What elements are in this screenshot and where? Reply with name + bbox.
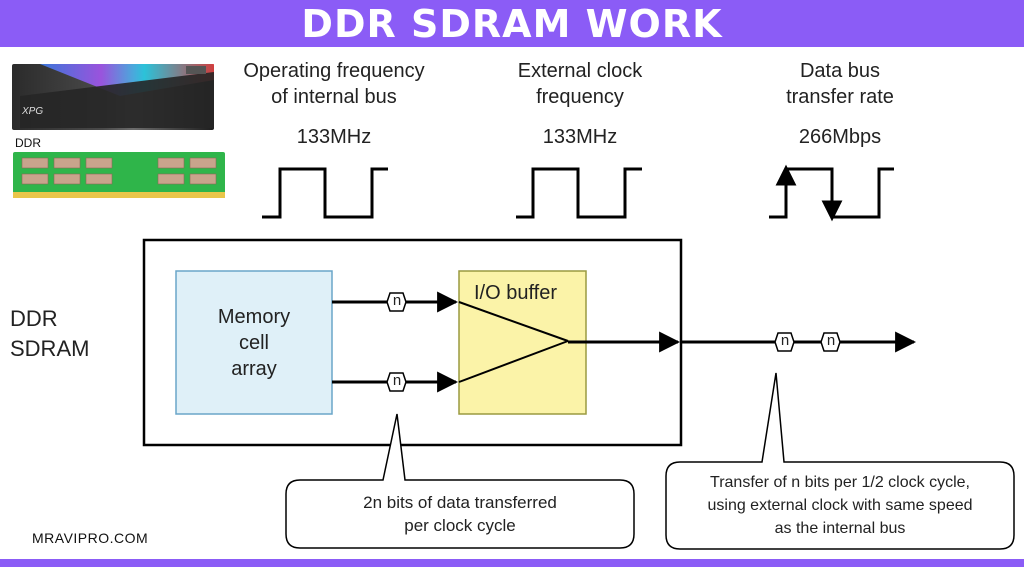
ddr-label: DDR bbox=[15, 136, 41, 150]
footer-bar bbox=[0, 559, 1024, 567]
col-databus-value: 266Mbps bbox=[798, 126, 882, 148]
col-databus-heading: Data bus transfer rate bbox=[786, 60, 894, 108]
n-label-bus-2: n bbox=[826, 332, 836, 349]
callout-left-bubble bbox=[285, 413, 635, 549]
n-tag-bus-1 bbox=[774, 332, 795, 352]
ddr-pcb-image bbox=[13, 152, 225, 198]
internal-bus-waveform bbox=[262, 167, 388, 219]
col-internal-heading: Operating frequency of internal bus bbox=[243, 60, 425, 108]
n-label-lower: n bbox=[392, 372, 402, 389]
callout-right-bubble bbox=[665, 372, 1015, 550]
col-external-value: 133MHz bbox=[542, 126, 618, 148]
title-banner: DDR SDRAM WORK bbox=[0, 0, 1024, 47]
data-bus-waveform bbox=[769, 164, 894, 222]
n-label-bus-1: n bbox=[780, 332, 790, 349]
callout-left-text: 2n bits of data transferred per clock cy… bbox=[363, 493, 557, 535]
page-title: DDR SDRAM WORK bbox=[301, 1, 723, 46]
site-watermark: MRAVIPRO.COM bbox=[32, 530, 149, 546]
xpg-ram-image bbox=[12, 64, 214, 130]
n-tag-upper bbox=[386, 292, 407, 312]
memory-cell-array-box bbox=[175, 270, 333, 415]
io-buffer-triangle bbox=[458, 301, 569, 383]
io-buffer-label: I/O buffer bbox=[474, 282, 558, 304]
external-clock-waveform bbox=[516, 167, 642, 219]
memory-cell-array-label: Memory cell array bbox=[217, 306, 291, 380]
ddr-sdram-side-label: DDR SDRAM bbox=[10, 306, 90, 361]
col-external-heading: External clock frequency bbox=[517, 60, 643, 108]
n-label-upper: n bbox=[392, 292, 402, 309]
xpg-brand: XPG bbox=[22, 106, 44, 117]
callout-right-text: Transfer of n bits per 1/2 clock cycle, … bbox=[707, 474, 973, 537]
n-tag-bus-2 bbox=[820, 332, 841, 352]
n-tag-lower bbox=[386, 372, 407, 392]
col-internal-value: 133MHz bbox=[296, 126, 372, 148]
